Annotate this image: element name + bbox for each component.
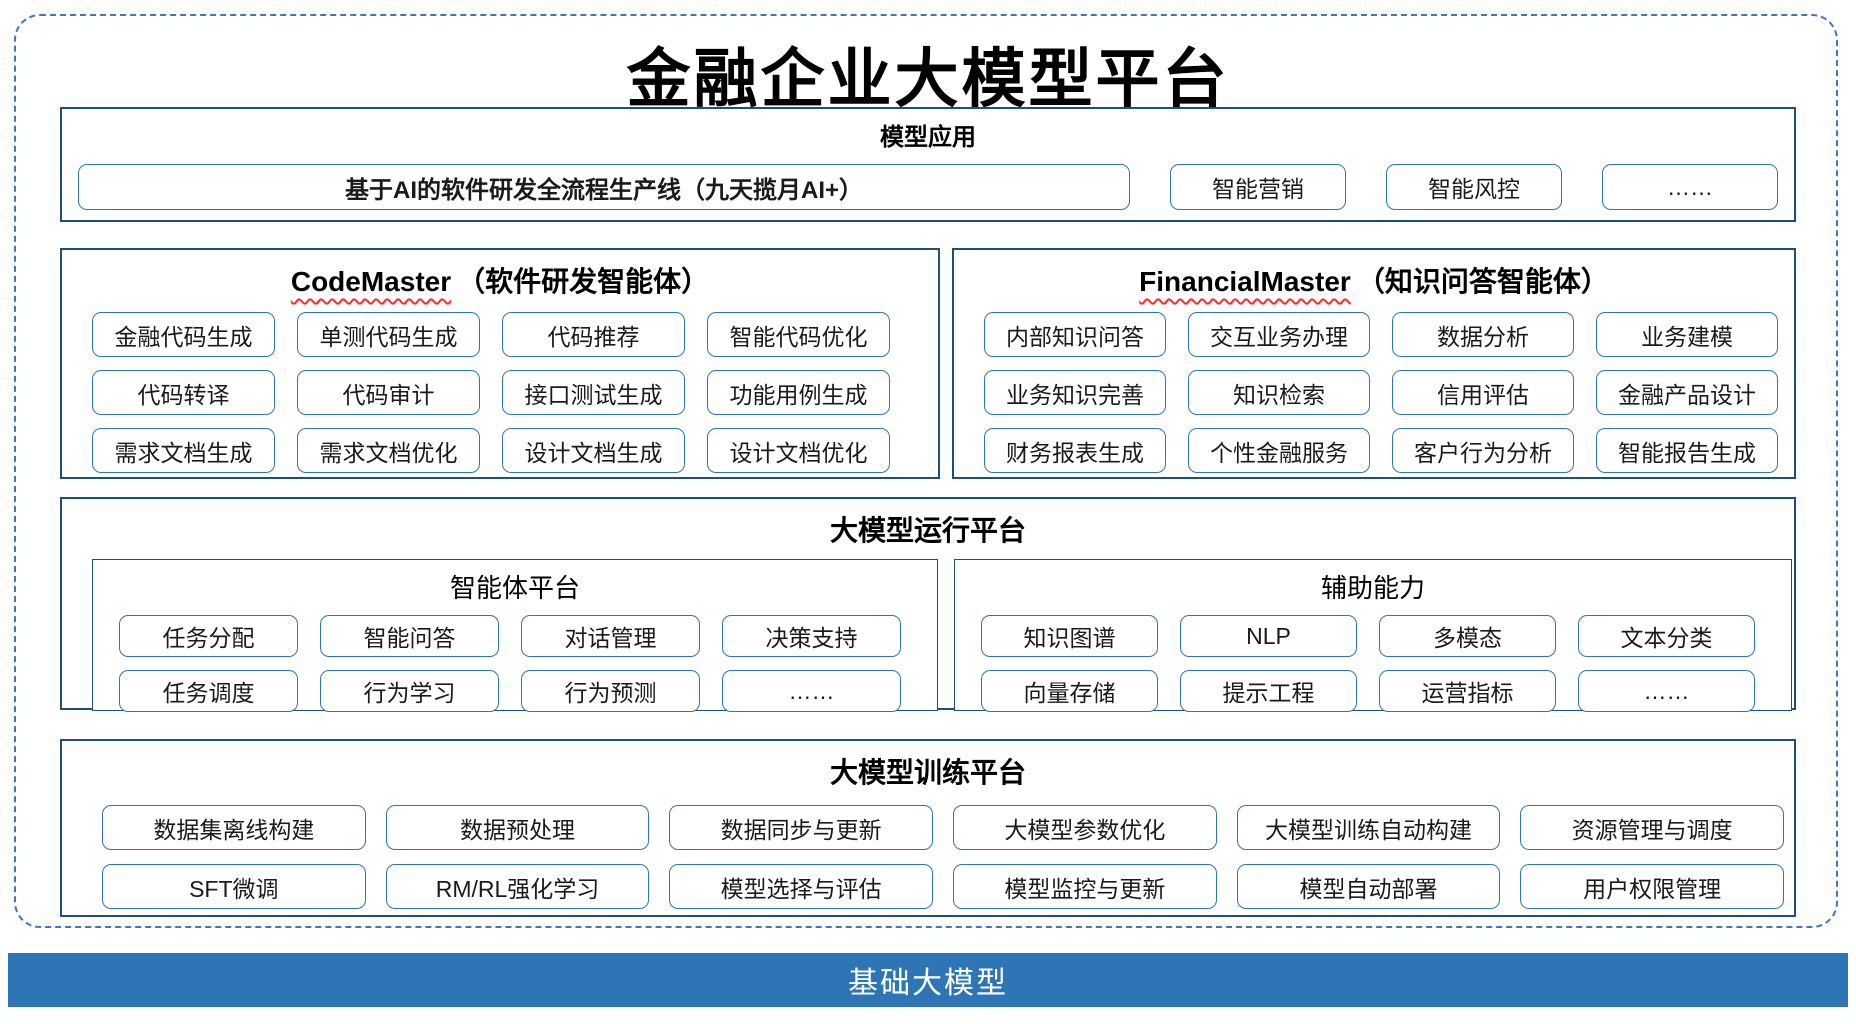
agent-platform-header: 智能体平台 bbox=[449, 573, 580, 603]
training-item-box: 数据同步与更新 bbox=[669, 805, 933, 850]
codemaster-item-box: 需求文档优化 bbox=[297, 428, 480, 473]
codemaster-item-box: 设计文档生成 bbox=[502, 428, 685, 473]
training-item-box: RM/RL强化学习 bbox=[385, 864, 650, 909]
training-item-box: SFT微调 bbox=[102, 864, 366, 909]
agent-platform-item-box: 行为预测 bbox=[521, 670, 700, 712]
codemaster-item-box: 代码转译 bbox=[92, 370, 275, 415]
training-item-box: 大模型参数优化 bbox=[952, 805, 1217, 850]
model-app-item-box: …… bbox=[1602, 164, 1778, 210]
codemaster-grid: 金融代码生成单测代码生成代码推荐智能代码优化代码转译代码审计接口测试生成功能用例… bbox=[92, 312, 890, 473]
codemaster-name: CodeMaster bbox=[290, 266, 452, 297]
runtime-row: 智能体平台 任务分配智能问答对话管理决策支持任务调度行为学习行为预测 …… 辅助能… bbox=[92, 559, 1794, 712]
financialmaster-item-box: 业务知识完善 bbox=[984, 370, 1166, 415]
section-training-platform: 大模型训练平台 数据集离线构建数据预处理数据同步与更新大模型参数优化大模型训练自… bbox=[60, 739, 1796, 917]
codemaster-item-box: 代码审计 bbox=[297, 370, 480, 415]
financialmaster-item-box: 业务建模 bbox=[1596, 312, 1778, 357]
agent-platform-box: 智能体平台 任务分配智能问答对话管理决策支持任务调度行为学习行为预测 …… bbox=[92, 559, 938, 712]
financialmaster-item-box: 知识检索 bbox=[1188, 370, 1370, 415]
codemaster-item-box: 接口测试生成 bbox=[502, 370, 685, 415]
codemaster-item-box: 金融代码生成 bbox=[92, 312, 275, 357]
training-grid: 数据集离线构建数据预处理数据同步与更新大模型参数优化大模型训练自动构建资源管理与… bbox=[102, 805, 1784, 909]
pipeline-box: 基于AI的软件研发全流程生产线（九天揽月AI+） bbox=[78, 164, 1130, 210]
codemaster-item-box: 需求文档生成 bbox=[92, 428, 275, 473]
codemaster-item-box: 功能用例生成 bbox=[707, 370, 890, 415]
model-app-row: 基于AI的软件研发全流程生产线（九天揽月AI+） 智能营销智能风控 …… bbox=[78, 164, 1778, 210]
auxiliary-item-box: 提示工程 bbox=[1180, 670, 1357, 712]
financialmaster-item-box: 交互业务办理 bbox=[1188, 312, 1370, 357]
auxiliary-item-box: 运营指标 bbox=[1379, 670, 1556, 712]
financialmaster-item-box: 信用评估 bbox=[1392, 370, 1574, 415]
financialmaster-grid: 内部知识问答交互业务办理数据分析业务建模业务知识完善知识检索信用评估金融产品设计… bbox=[984, 312, 1778, 473]
foundation-model-bar: 基础大模型 bbox=[8, 953, 1848, 1007]
auxiliary-item-box: 知识图谱 bbox=[981, 615, 1158, 657]
auxiliary-grid: 知识图谱 NLP 多模态文本分类向量存储提示工程运营指标 …… bbox=[981, 615, 1755, 712]
financialmaster-item-box: 个性金融服务 bbox=[1188, 428, 1370, 473]
section-codemaster: CodeMaster（软件研发智能体） 金融代码生成单测代码生成代码推荐智能代码… bbox=[60, 248, 940, 479]
codemaster-subtitle: （软件研发智能体） bbox=[457, 266, 710, 297]
financialmaster-item-box: 智能报告生成 bbox=[1596, 428, 1778, 473]
codemaster-item-box: 智能代码优化 bbox=[707, 312, 890, 357]
agent-platform-item-box: 任务分配 bbox=[119, 615, 298, 657]
financialmaster-item-box: 内部知识问答 bbox=[984, 312, 1166, 357]
agent-platform-item-box: 决策支持 bbox=[722, 615, 901, 657]
training-item-box: 数据预处理 bbox=[385, 805, 650, 850]
agent-platform-item-box: 任务调度 bbox=[119, 670, 298, 712]
section-runtime-platform: 大模型运行平台 智能体平台 任务分配智能问答对话管理决策支持任务调度行为学习行为… bbox=[60, 497, 1796, 712]
financialmaster-title: FinancialMaster（知识问答智能体） bbox=[954, 260, 1794, 300]
auxiliary-box: 辅助能力 知识图谱 NLP 多模态文本分类向量存储提示工程运营指标 …… bbox=[954, 559, 1792, 712]
financialmaster-name: FinancialMaster bbox=[1139, 266, 1351, 297]
training-item-box: 大模型训练自动构建 bbox=[1236, 805, 1501, 850]
codemaster-item-box: 单测代码生成 bbox=[297, 312, 480, 357]
auxiliary-item-box: …… bbox=[1578, 670, 1755, 712]
section-model-app: 模型应用 基于AI的软件研发全流程生产线（九天揽月AI+） 智能营销智能风控 …… bbox=[60, 107, 1796, 222]
financialmaster-item-box: 金融产品设计 bbox=[1596, 370, 1778, 415]
auxiliary-item-box: 文本分类 bbox=[1578, 615, 1755, 657]
runtime-header: 大模型运行平台 bbox=[829, 515, 1026, 546]
auxiliary-header: 辅助能力 bbox=[1320, 573, 1425, 603]
agent-platform-item-box: 智能问答 bbox=[320, 615, 499, 657]
auxiliary-item-box: NLP bbox=[1180, 615, 1357, 657]
page-title: 金融企业大模型平台 bbox=[626, 44, 1230, 115]
agent-platform-item-box: 对话管理 bbox=[521, 615, 700, 657]
model-app-item-box: 智能风控 bbox=[1386, 164, 1562, 210]
training-item-box: 资源管理与调度 bbox=[1520, 805, 1784, 850]
codemaster-title: CodeMaster（软件研发智能体） bbox=[62, 260, 938, 300]
financialmaster-item-box: 客户行为分析 bbox=[1392, 428, 1574, 473]
agent-platform-grid: 任务分配智能问答对话管理决策支持任务调度行为学习行为预测 …… bbox=[119, 615, 901, 712]
agent-platform-item-box: 行为学习 bbox=[320, 670, 499, 712]
training-header: 大模型训练平台 bbox=[829, 757, 1026, 788]
financialmaster-item-box: 财务报表生成 bbox=[984, 428, 1166, 473]
training-item-box: 模型选择与评估 bbox=[669, 864, 933, 909]
financialmaster-item-box: 数据分析 bbox=[1392, 312, 1574, 357]
model-app-items: 智能营销智能风控 …… bbox=[1170, 164, 1778, 210]
training-item-box: 用户权限管理 bbox=[1520, 864, 1784, 909]
auxiliary-item-box: 向量存储 bbox=[981, 670, 1158, 712]
model-app-header: 模型应用 bbox=[880, 124, 976, 151]
training-item-box: 数据集离线构建 bbox=[102, 805, 366, 850]
auxiliary-item-box: 多模态 bbox=[1379, 615, 1556, 657]
training-item-box: 模型自动部署 bbox=[1236, 864, 1501, 909]
codemaster-item-box: 设计文档优化 bbox=[707, 428, 890, 473]
section-financialmaster: FinancialMaster（知识问答智能体） 内部知识问答交互业务办理数据分… bbox=[952, 248, 1796, 479]
platform-dashed-border bbox=[14, 14, 1838, 928]
financialmaster-subtitle: （知识问答智能体） bbox=[1356, 266, 1609, 297]
codemaster-item-box: 代码推荐 bbox=[502, 312, 685, 357]
training-item-box: 模型监控与更新 bbox=[952, 864, 1217, 909]
agent-platform-item-box: …… bbox=[722, 670, 901, 712]
model-app-item-box: 智能营销 bbox=[1170, 164, 1346, 210]
